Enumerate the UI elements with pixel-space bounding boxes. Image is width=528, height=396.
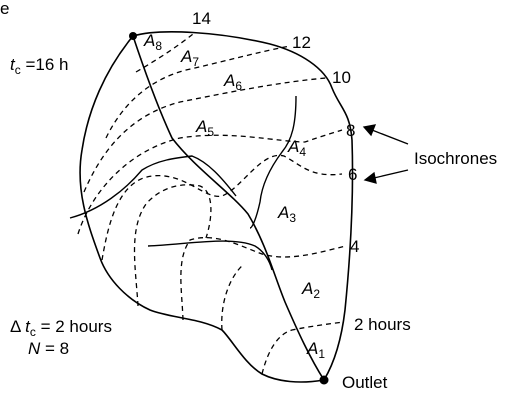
subarea-label-a3: A3 (277, 203, 296, 225)
isochrone-lines (77, 33, 347, 375)
time-increment-label: Δ tc = 2 hours (10, 317, 112, 339)
tributary-lower (147, 240, 273, 271)
isochrones-annotation: Isochrones (414, 149, 497, 168)
divide-point (129, 32, 137, 40)
watershed-boundary (79, 31, 354, 383)
subarea-label-a7: A7 (180, 47, 199, 69)
subarea-count-label: N = 8 (28, 339, 69, 358)
isochrone-label-10: 10 (332, 68, 351, 87)
outlet-label: Outlet (342, 373, 388, 392)
isochrone-4 (180, 236, 347, 321)
arrow-to-isochrone-8-shaft (371, 129, 409, 145)
subarea-label-a4: A4 (287, 137, 306, 159)
isochrone-3 (221, 263, 245, 331)
subarea-label-a8: A8 (143, 31, 162, 53)
outlet-point (319, 375, 329, 385)
isochrone-7-mid (133, 184, 212, 307)
isochrone-14 (135, 33, 194, 73)
isochrone-label-8: 8 (346, 121, 355, 140)
isochrone-label-14: 14 (192, 9, 211, 28)
subarea-label-a5: A5 (195, 117, 214, 139)
isochrone-2 (261, 321, 345, 375)
arrow-to-isochrone-6-head (363, 171, 377, 184)
clipped-header-fragment: e (0, 0, 9, 18)
main-stream (132, 35, 325, 381)
subarea-label-a2: A2 (301, 279, 320, 301)
isochrone-10 (83, 77, 327, 193)
isochrone-label-4: 4 (350, 237, 359, 256)
arrow-to-isochrone-8-head (362, 124, 377, 137)
isochrone-label-6: 6 (348, 165, 357, 184)
isochrone-6 (101, 154, 343, 261)
concentration-time-label: tc =16 h (10, 55, 68, 77)
isochrone-label-2: 2 hours (354, 315, 411, 334)
subarea-label-a6: A6 (223, 71, 242, 93)
tributary-upper-left (69, 155, 237, 219)
isochrone-12 (105, 45, 291, 139)
isochrone-label-12: 12 (292, 33, 311, 52)
isochrone-arrows (362, 124, 409, 184)
subarea-label-a1: A1 (306, 339, 325, 361)
tributary-right (249, 95, 297, 229)
arrow-to-isochrone-6-shaft (373, 169, 409, 179)
